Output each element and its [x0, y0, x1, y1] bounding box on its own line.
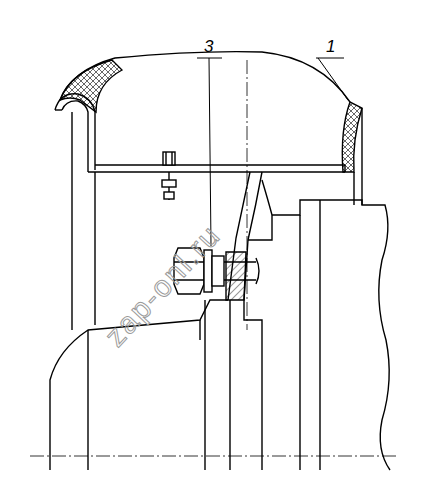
callout-number: 3 — [204, 38, 213, 56]
callout-number: 1 — [326, 38, 335, 56]
